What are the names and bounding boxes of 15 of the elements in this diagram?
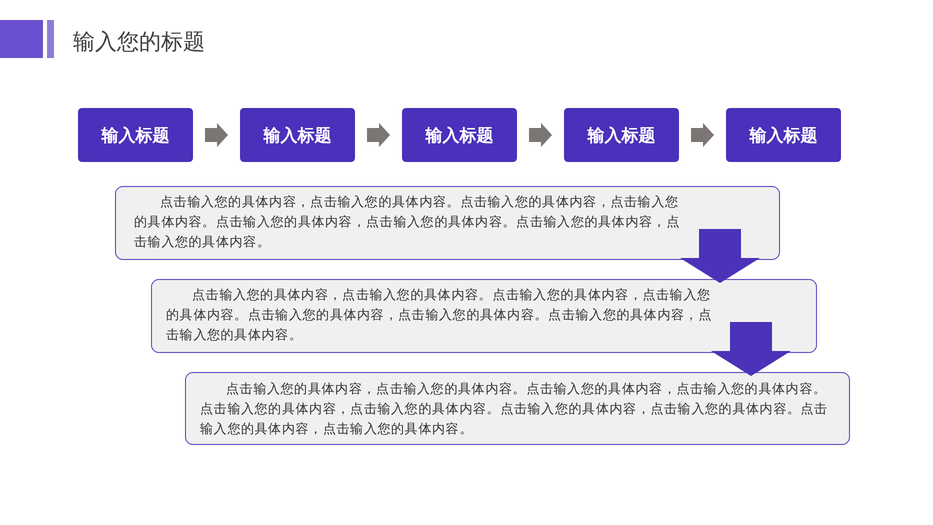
arrow: [529, 123, 552, 147]
arrow: [691, 123, 714, 147]
slide-title: 输入您的标题: [73, 28, 205, 56]
step-box: 输入标题: [726, 108, 841, 162]
text-box: 点击输入您的具体内容，点击输入您的具体内容。点击输入您的具体内容，点击输入您的具体内容。点击输入您的具体内容，点击输入您的具体内容。点击输入您的具体内容，点击输入您的具体内容。: [151, 279, 817, 353]
arrow: [205, 123, 228, 147]
arrow: [711, 322, 791, 376]
step-box: 输入标题: [78, 108, 193, 162]
arrow: [367, 123, 390, 147]
step-box: 输入标题: [240, 108, 355, 162]
text-box: 点击输入您的具体内容，点击输入您的具体内容。点击输入您的具体内容，点击输入您的具体内容。点击输入您的具体内容，点击输入您的具体内容。点击输入您的具体内容，点击输入您的具体内容。点击输入您的具体内容，点击输入您的具体内容。: [185, 372, 850, 445]
text-box: 点击输入您的具体内容，点击输入您的具体内容。点击输入您的具体内容，点击输入您的具体内容。点击输入您的具体内容，点击输入您的具体内容。点击输入您的具体内容，点击输入您的具体内容。: [115, 186, 780, 260]
step-box: 输入标题: [564, 108, 679, 162]
arrow: [680, 229, 760, 283]
step-box: 输入标题: [402, 108, 517, 162]
